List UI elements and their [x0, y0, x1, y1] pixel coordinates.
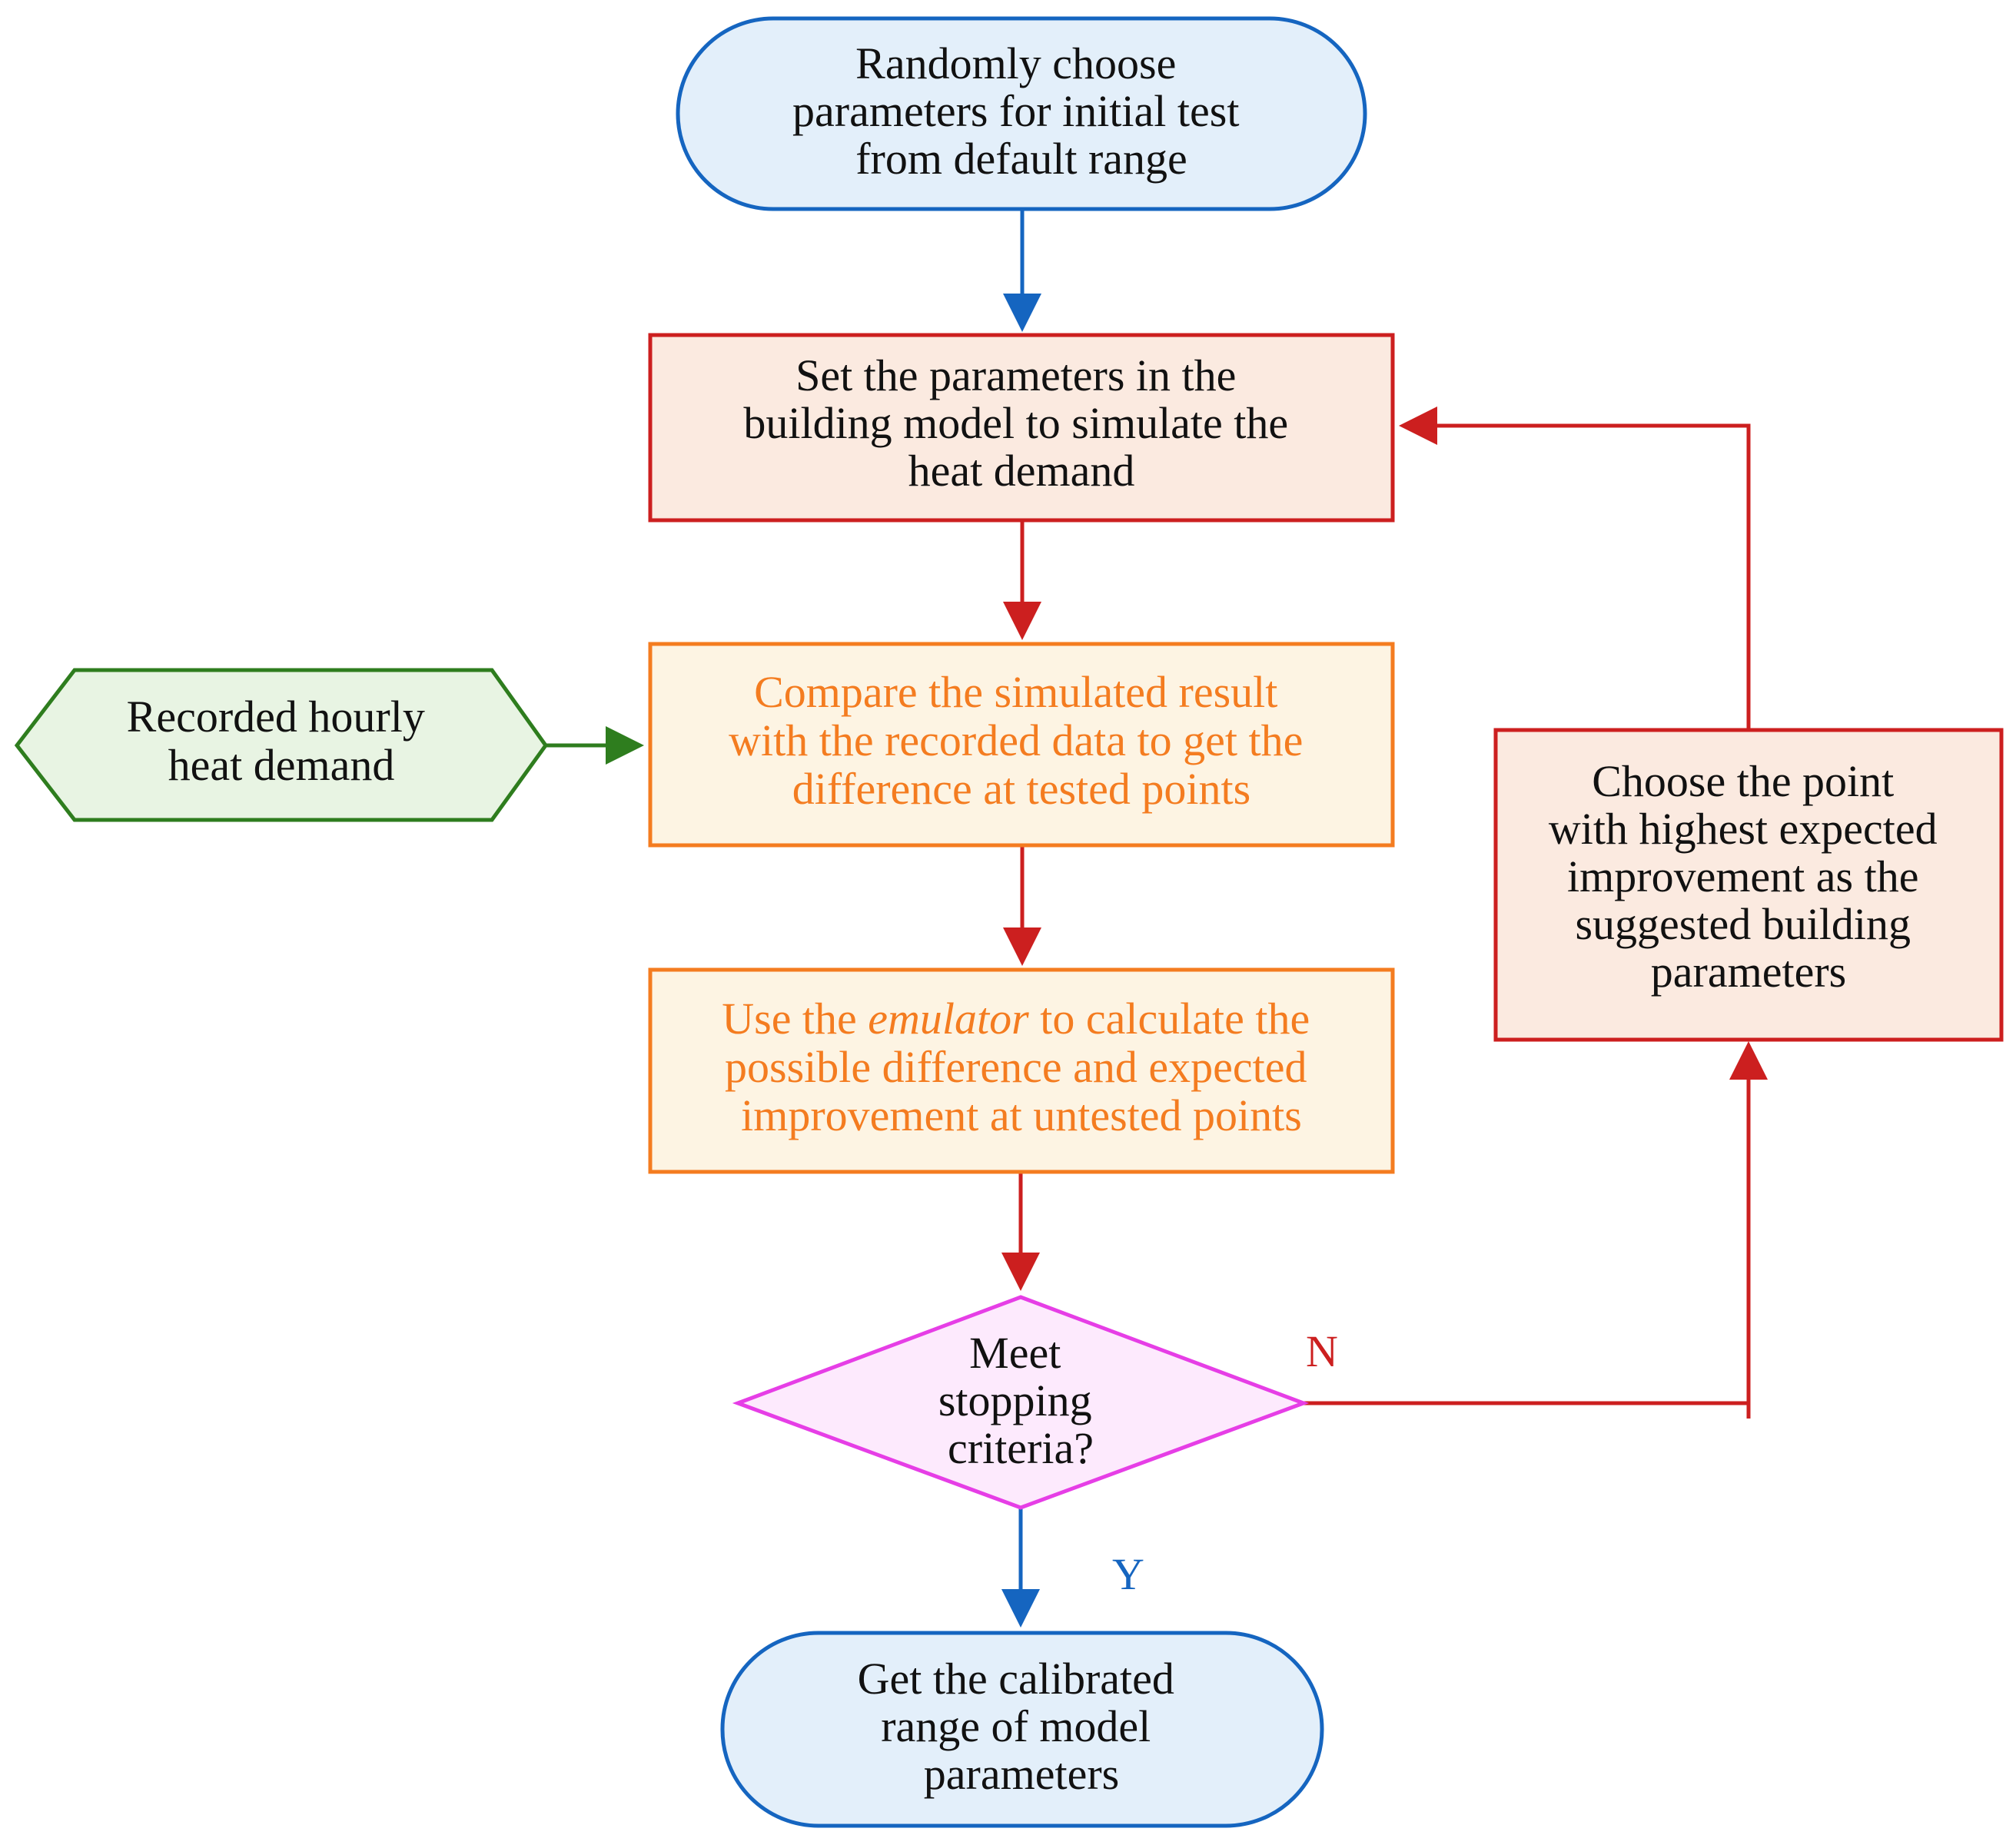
start-line-3: from default range — [855, 134, 1187, 184]
compare-line-2: with the recorded data to get the — [729, 715, 1303, 765]
svg-text:Use the emulator to calculate: Use the emulator to calculate the possib… — [722, 994, 1321, 1140]
compare-line-1: Compare the simulated result — [754, 667, 1277, 717]
emulator-line-2: possible difference and expected — [725, 1042, 1307, 1092]
set-params-line-2: building model to simulate the — [743, 398, 1288, 448]
svg-text:Recorded hourly heat dem: Recorded hourly heat demand — [127, 692, 437, 790]
emulator-line-3: improvement at untested points — [741, 1090, 1302, 1140]
choose-point-line-1: Choose the point — [1592, 756, 1894, 806]
recorded-line-1: Recorded hourly — [127, 692, 425, 742]
recorded-data-node: Recorded hourly heat demand — [14, 668, 549, 822]
start-line-2: parameters for initial test — [792, 86, 1239, 136]
svg-text:Compare the simulated result: Compare the simulated result with the re… — [729, 667, 1314, 814]
svg-text:Meet stopping crit: Meet stopping criteria? — [938, 1328, 1103, 1473]
emulator-line-1-suffix: to calculate the — [1029, 994, 1310, 1044]
recorded-line-2: heat demand — [168, 740, 395, 790]
connectors — [546, 209, 1768, 1628]
choose-point-line-2: with highest expected — [1549, 804, 1938, 854]
arrow-choose-point-to-set-params — [1399, 406, 1751, 730]
end-line-1: Get the calibrated — [858, 1654, 1174, 1704]
decision-line-1: Meet — [969, 1328, 1061, 1378]
svg-text:Set the parameters in the: Set the parameters in the building model… — [743, 350, 1299, 496]
end-node: Get the calibrated range of model parame… — [720, 1631, 1324, 1828]
decision-node: Meet stopping criteria? — [732, 1295, 1310, 1510]
end-line-2: range of model — [881, 1701, 1151, 1751]
set-params-node: Set the parameters in the building model… — [648, 333, 1395, 523]
set-params-line-3: heat demand — [908, 446, 1135, 496]
emulator-line-1-prefix: Use the — [722, 994, 868, 1044]
edge-label-no: N — [1306, 1326, 1338, 1376]
decision-line-2: stopping — [938, 1375, 1092, 1425]
svg-text:Randomly choose paramete: Randomly choose parameters for initial t… — [792, 38, 1250, 184]
choose-point-line-4: suggested building — [1575, 899, 1911, 949]
compare-node: Compare the simulated result with the re… — [648, 642, 1395, 848]
compare-line-3: difference at tested points — [792, 764, 1250, 814]
choose-point-node: Choose the point with highest expected i… — [1493, 728, 2004, 1042]
start-line-1: Randomly choose — [855, 38, 1176, 88]
emulator-line-1-italic: emulator — [868, 994, 1029, 1044]
svg-text:Choose the point with hi: Choose the point with highest expected i… — [1549, 756, 1948, 997]
edge-label-yes: Y — [1112, 1549, 1144, 1599]
emulator-node: Use the emulator to calculate the possib… — [648, 967, 1395, 1174]
start-node: Randomly choose parameters for initial t… — [676, 16, 1367, 211]
svg-text:Get the calibrated range: Get the calibrated range of model parame… — [858, 1654, 1186, 1799]
choose-point-line-3: improvement as the — [1567, 851, 1918, 901]
end-line-3: parameters — [924, 1749, 1119, 1799]
set-params-line-1: Set the parameters in the — [795, 350, 1236, 400]
choose-point-line-5: parameters — [1651, 947, 1846, 997]
decision-line-3: criteria? — [948, 1423, 1094, 1473]
